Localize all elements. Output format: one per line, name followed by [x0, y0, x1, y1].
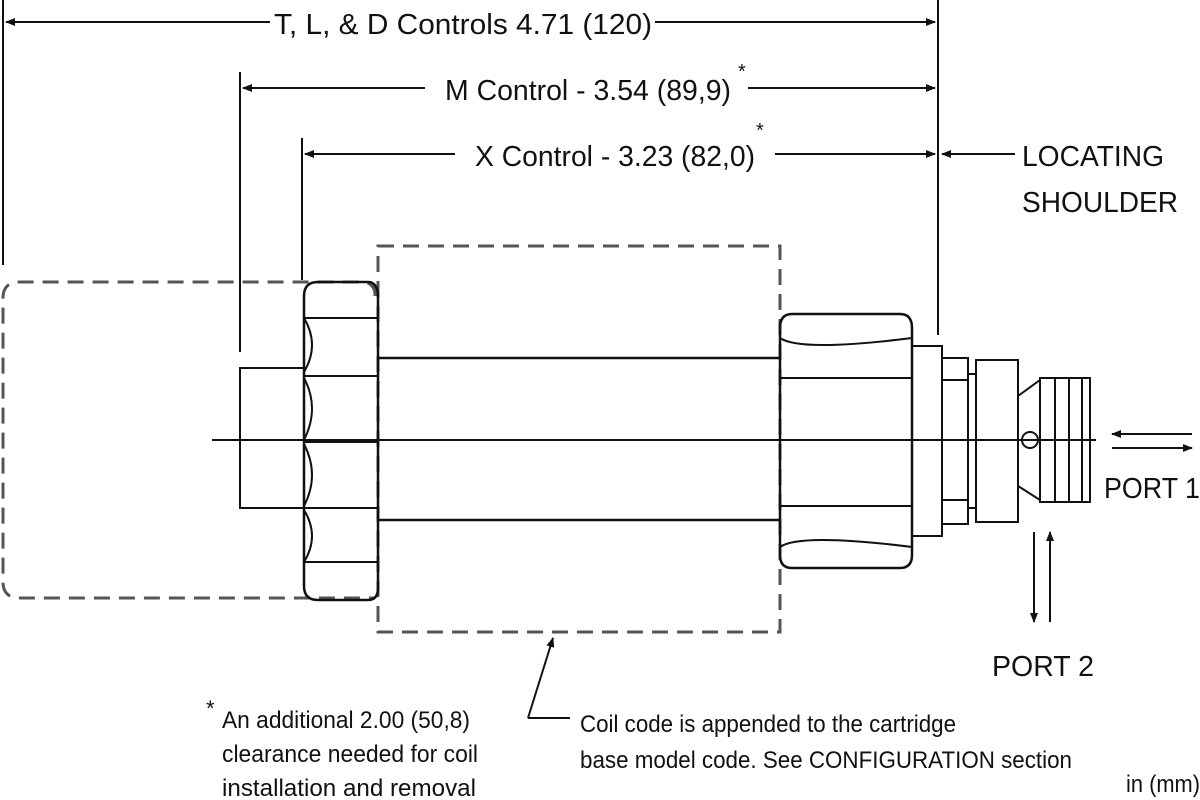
- coil-code-note-line1: Coil code is appended to the cartridge: [580, 711, 956, 738]
- coil-clearance-outline: [1, 280, 377, 600]
- end-nut: [239, 367, 305, 509]
- port2-label: PORT 2: [992, 651, 1094, 683]
- locating-shoulder-callout: LOCATING SHOULDER: [941, 141, 1178, 219]
- dimension-x-asterisk: *: [756, 120, 764, 142]
- footnote-line2: clearance needed for coil: [222, 741, 478, 768]
- port1-flow-arrows: [1111, 430, 1193, 452]
- dimension-x-label: X Control - 3.23 (82,0): [475, 141, 755, 173]
- footnote-line3: installation and removal: [222, 775, 476, 800]
- footnote-marker: *: [206, 696, 215, 721]
- dimension-x: X Control - 3.23 (82,0) *: [304, 120, 936, 173]
- dimension-m-label: M Control - 3.54 (89,9): [445, 75, 731, 107]
- coil-nut-hex: [302, 280, 380, 602]
- dimension-m: M Control - 3.54 (89,9) *: [242, 61, 936, 107]
- dimension-m-asterisk: *: [738, 61, 746, 83]
- extension-lines: [2, 0, 939, 352]
- units-label: in (mm): [1126, 771, 1200, 798]
- coil-code-note-line2: base model code. See CONFIGURATION secti…: [580, 747, 1072, 774]
- port1-label: PORT 1: [1104, 473, 1200, 505]
- armature-tube: [378, 356, 780, 522]
- dimension-tld-label: T, L, & D Controls 4.71 (120): [274, 9, 652, 41]
- dimension-tld: T, L, & D Controls 4.71 (120): [5, 9, 936, 41]
- footnote-line1: An additional 2.00 (50,8): [222, 707, 470, 734]
- body-hex: [778, 312, 914, 570]
- locating-shoulder-label-line2: SHOULDER: [1022, 187, 1178, 219]
- coil-code-leader: [527, 637, 570, 719]
- locating-shoulder-label-line1: LOCATING: [1022, 141, 1164, 173]
- port2-flow-arrows: [1030, 531, 1054, 623]
